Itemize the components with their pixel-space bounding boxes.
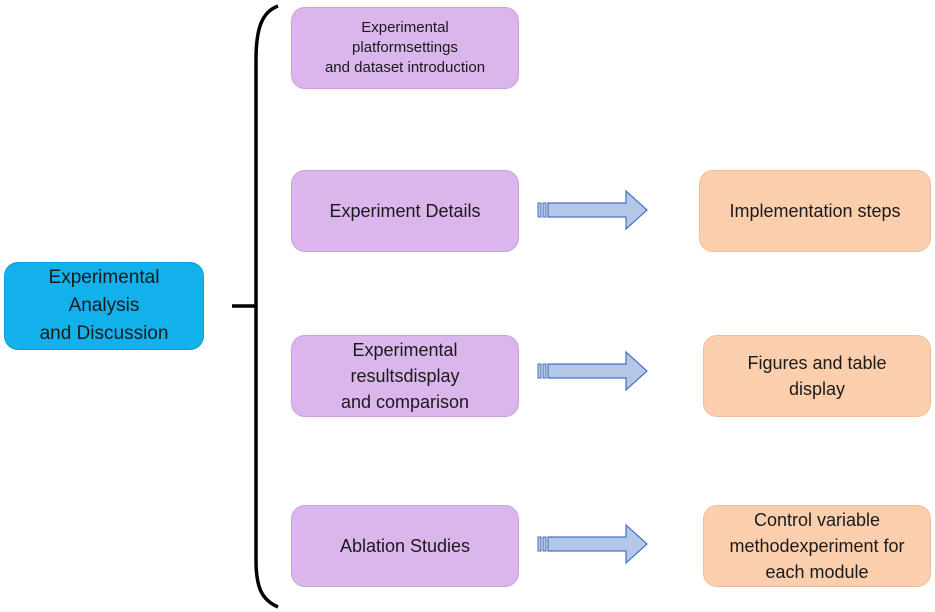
section-node-ablation-studies: Ablation Studies — [291, 505, 519, 587]
section-label: Experiment Details — [329, 201, 481, 221]
arrow-results-display — [537, 350, 648, 392]
section-node-platform-settings: Experimental platformsettings and datase… — [291, 7, 519, 89]
section-node-experiment-details: Experiment Details — [291, 170, 519, 252]
section-label: Experimental resultsdisplay and comparis… — [340, 340, 470, 412]
result-label: Control variable methodexperiment for ea… — [729, 510, 905, 582]
arrow-ablation-studies — [537, 523, 648, 565]
section-label: Ablation Studies — [339, 536, 471, 556]
result-node-figures-table-display: Figures and table display — [703, 335, 931, 417]
result-label: Figures and table display — [747, 353, 887, 399]
result-label: Implementation steps — [729, 201, 901, 221]
result-node-implementation-steps: Implementation steps — [699, 170, 931, 252]
result-node-control-variable: Control variable methodexperiment for ea… — [703, 505, 931, 587]
root-node-label: Experimental Analysis and Discussion — [39, 267, 169, 344]
root-node-experimental-analysis: Experimental Analysis and Discussion — [4, 262, 204, 350]
section-label: Experimental platformsettings and datase… — [324, 19, 486, 76]
section-node-results-display: Experimental resultsdisplay and comparis… — [291, 335, 519, 417]
grouping-bracket — [254, 4, 279, 609]
arrow-experiment-details — [537, 189, 648, 231]
